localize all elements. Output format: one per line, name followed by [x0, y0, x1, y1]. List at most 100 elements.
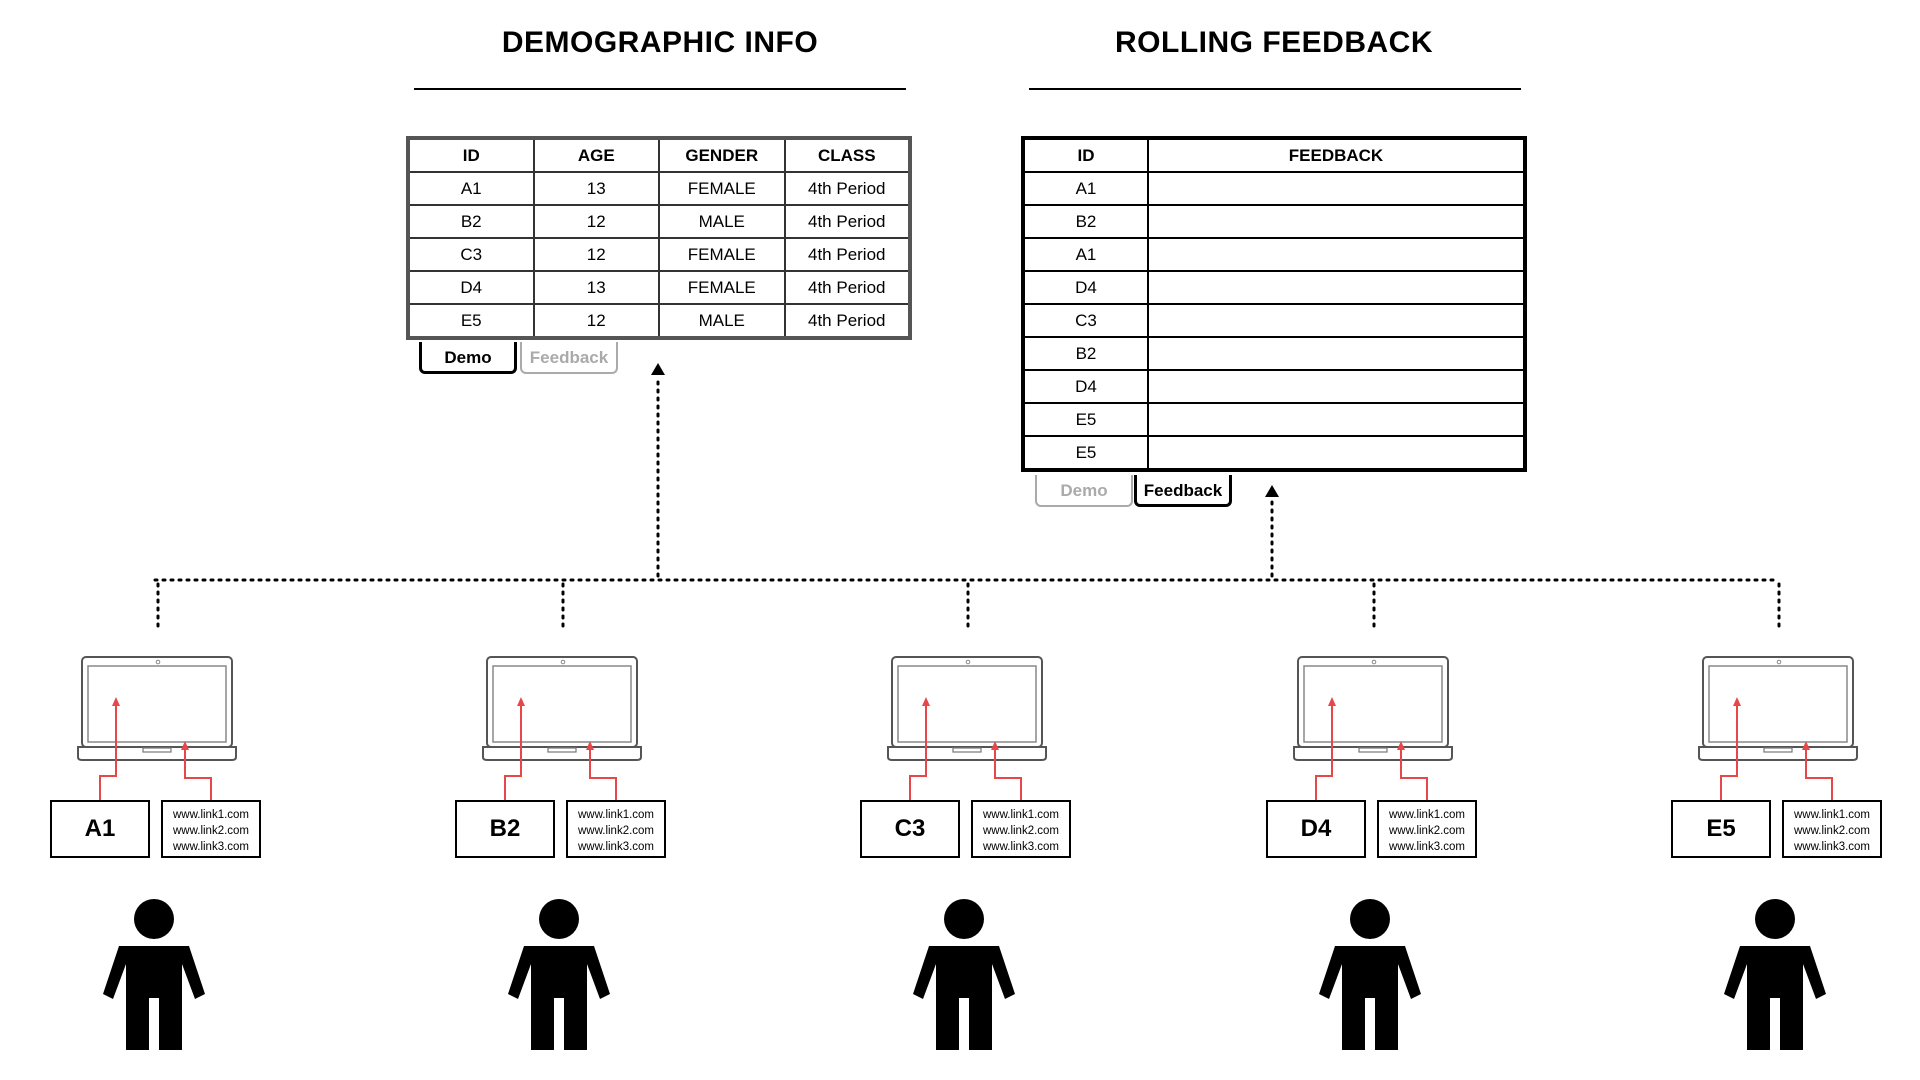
link-text[interactable]: www.link3.com [1388, 841, 1466, 853]
laptop-base [887, 746, 1047, 761]
link-text[interactable]: www.link2.com [172, 825, 250, 837]
arrowhead-icon [1328, 697, 1336, 706]
table-cell [1147, 402, 1526, 437]
link-text[interactable]: www.link2.com [1793, 825, 1871, 837]
arrow-line [184, 748, 212, 800]
laptop-icon [1297, 656, 1449, 748]
links-box: www.link1.com www.link2.com www.link3.com [1377, 800, 1477, 858]
link-text[interactable]: www.link2.com [577, 825, 655, 837]
link-text[interactable]: www.link2.com [982, 825, 1060, 837]
arrow-line [504, 704, 522, 800]
user-id-box: B2 [455, 800, 555, 858]
camera-icon [965, 659, 971, 665]
link-text[interactable]: www.link3.com [982, 841, 1060, 853]
arrow-line [1400, 748, 1428, 800]
table-cell: E5 [407, 303, 535, 339]
table-row: E5 [1022, 402, 1526, 437]
table-cell: A1 [1022, 171, 1149, 206]
table-row: A1 [1022, 171, 1526, 206]
table-row: E5 [1022, 435, 1526, 471]
person-body [913, 946, 1015, 1050]
table-cell: 13 [532, 270, 660, 305]
link-text[interactable]: www.link3.com [1793, 841, 1871, 853]
user-id-box: C3 [860, 800, 960, 858]
table-cell: FEMALE [658, 237, 786, 272]
link-text[interactable]: www.link2.com [1388, 825, 1466, 837]
links-box: www.link1.com www.link2.com www.link3.com [161, 800, 261, 858]
table-cell: E5 [1022, 402, 1149, 437]
table-cell: 13 [532, 171, 660, 206]
person-icon [1755, 899, 1795, 939]
laptop-base [1293, 746, 1453, 761]
table-cell [1147, 237, 1526, 272]
column-header: CLASS [783, 137, 911, 173]
camera-icon [155, 659, 161, 665]
person-icon [944, 899, 984, 939]
link-text[interactable]: www.link1.com [982, 809, 1060, 821]
laptop-icon [486, 656, 638, 748]
arrowhead-icon [922, 697, 930, 706]
link-text[interactable]: www.link1.com [1793, 809, 1871, 821]
table-cell: FEMALE [658, 171, 786, 206]
links-box: www.link1.com www.link2.com www.link3.com [1782, 800, 1882, 858]
arrowhead-icon [1802, 741, 1810, 750]
table-cell: C3 [407, 237, 535, 272]
table-cell: A1 [1022, 237, 1149, 272]
arrow-line [1805, 748, 1833, 800]
trackpad-notch [547, 747, 577, 753]
table-cell [1147, 171, 1526, 206]
link-text[interactable]: www.link1.com [577, 809, 655, 821]
person-body [1319, 946, 1421, 1050]
laptop-base [1698, 746, 1858, 761]
tab-feedback[interactable]: Feedback [520, 342, 618, 374]
camera-icon [1776, 659, 1782, 665]
tab-demo[interactable]: Demo [419, 342, 517, 374]
table-row: D4 [1022, 369, 1526, 404]
column-header: AGE [532, 137, 660, 173]
table-header-row: ID AGE GENDER CLASS [407, 137, 911, 173]
tab-demo[interactable]: Demo [1035, 475, 1133, 507]
link-text[interactable]: www.link1.com [1388, 809, 1466, 821]
camera-icon [1371, 659, 1377, 665]
table-cell [1147, 204, 1526, 239]
table-cell: 4th Period [783, 171, 911, 206]
arrowhead-icon [1733, 697, 1741, 706]
table-cell [1147, 270, 1526, 305]
column-header: FEEDBACK [1147, 137, 1526, 173]
link-text[interactable]: www.link3.com [172, 841, 250, 853]
link-text[interactable]: www.link3.com [577, 841, 655, 853]
arrowhead-icon [651, 363, 665, 375]
table-cell: D4 [1022, 270, 1149, 305]
arrow-line [1315, 704, 1333, 800]
table-cell: A1 [407, 171, 535, 206]
table-cell: B2 [1022, 204, 1149, 239]
table-cell: 12 [532, 204, 660, 239]
table-row: D4 [1022, 270, 1526, 305]
laptop-base [77, 746, 237, 761]
user-id-box: D4 [1266, 800, 1366, 858]
tab-feedback[interactable]: Feedback [1134, 475, 1232, 507]
column-header: ID [407, 137, 535, 173]
table-cell [1147, 435, 1526, 471]
link-text[interactable]: www.link1.com [172, 809, 250, 821]
person-icon [539, 899, 579, 939]
table-cell: 4th Period [783, 237, 911, 272]
laptop-icon [81, 656, 233, 748]
arrow-line [99, 704, 117, 800]
table-row: C3 [1022, 303, 1526, 338]
rolling-feedback-heading: ROLLING FEEDBACK [1115, 26, 1433, 59]
trackpad-notch [952, 747, 982, 753]
table-cell: MALE [658, 303, 786, 339]
table-cell: 4th Period [783, 303, 911, 339]
table-cell: D4 [407, 270, 535, 305]
table-cell [1147, 303, 1526, 338]
camera-icon [560, 659, 566, 665]
laptop-screen [492, 665, 632, 743]
arrow-line [589, 748, 617, 800]
table-row: A1 [1022, 237, 1526, 272]
arrowhead-icon [517, 697, 525, 706]
person-icon [1350, 899, 1390, 939]
arrowhead-icon [1265, 485, 1279, 497]
